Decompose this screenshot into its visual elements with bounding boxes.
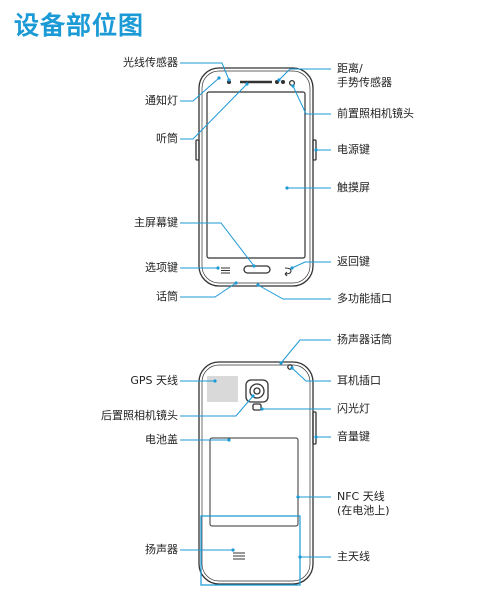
home-button [243,265,271,274]
label-rear-camera: 后置照相机镜头 [101,409,178,422]
label-speaker-mic: 扬声器话筒 [337,333,392,346]
leader-proximity [278,68,331,81]
label-touchscreen: 触摸屏 [337,181,370,194]
label-nfc-line1: NFC 天线 [337,490,385,503]
label-notification-led: 通知灯 [145,94,178,107]
label-home-key: 主屏幕键 [134,216,178,229]
speaker-grille [233,552,245,560]
back-key-icon [284,267,292,277]
leader-rear-camera [180,395,254,417]
label-proximity-line1: 距离/ [337,62,363,75]
leader-earpiece [180,83,248,140]
back-phone-body [198,361,314,585]
label-main-antenna: 主天线 [337,550,370,563]
label-light-sensor: 光线传感器 [123,56,178,69]
label-options-key: 选项键 [145,261,178,274]
label-speaker: 扬声器 [145,543,178,556]
front-screen [206,91,306,259]
leader-headset-jack [291,367,331,382]
leader-home-key [180,222,255,267]
leader-speaker-mic [280,339,331,364]
flash-unit [252,403,262,411]
leader-microphone [180,282,237,298]
label-flash: 闪光灯 [337,402,370,415]
nfc-antenna-outline [209,437,299,527]
label-power-key: 电源键 [337,143,370,156]
back-phone-inner-frame [201,364,311,582]
front-phone-body [198,67,314,287]
page-title: 设备部位图 [14,11,145,40]
back-leader-lines [180,339,331,558]
main-antenna-outline [200,515,301,586]
rear-camera-lens-inner [253,387,261,395]
front-phone [195,67,317,287]
options-key-icon [221,267,230,274]
label-volume-key: 音量键 [337,430,370,443]
leader-notification-led [180,77,220,102]
front-leader-dots [216,76,318,287]
volume-button [312,411,317,445]
label-proximity-line2: 手势传感器 [337,76,392,89]
front-side-button [195,139,200,161]
label-microphone: 话筒 [156,290,178,303]
label-back-key: 返回键 [337,255,370,268]
sensor-dot-2 [274,79,280,85]
rear-camera-housing [245,379,269,403]
label-multipurpose-jack: 多功能插口 [337,292,392,305]
gps-antenna-area [207,376,238,402]
label-battery-cover: 电池盖 [145,433,178,446]
back-phone [198,361,317,585]
label-headset-jack: 耳机插口 [337,374,381,387]
back-leader-dots [213,361,318,559]
label-front-camera: 前置照相机镜头 [337,107,414,120]
label-gps-antenna: GPS 天线 [130,374,178,387]
sensor-dot-3 [280,79,286,85]
rear-camera-lens-outer [249,383,265,399]
leader-light-sensor [180,62,230,81]
leader-back-key [291,261,331,269]
label-nfc-line2: (在电池上) [337,504,390,517]
leader-multipurpose-jack [257,284,331,300]
leader-front-camera [292,85,331,115]
label-earpiece: 听筒 [156,132,178,145]
front-leader-lines [180,62,331,300]
front-phone-inner-frame [201,70,311,284]
